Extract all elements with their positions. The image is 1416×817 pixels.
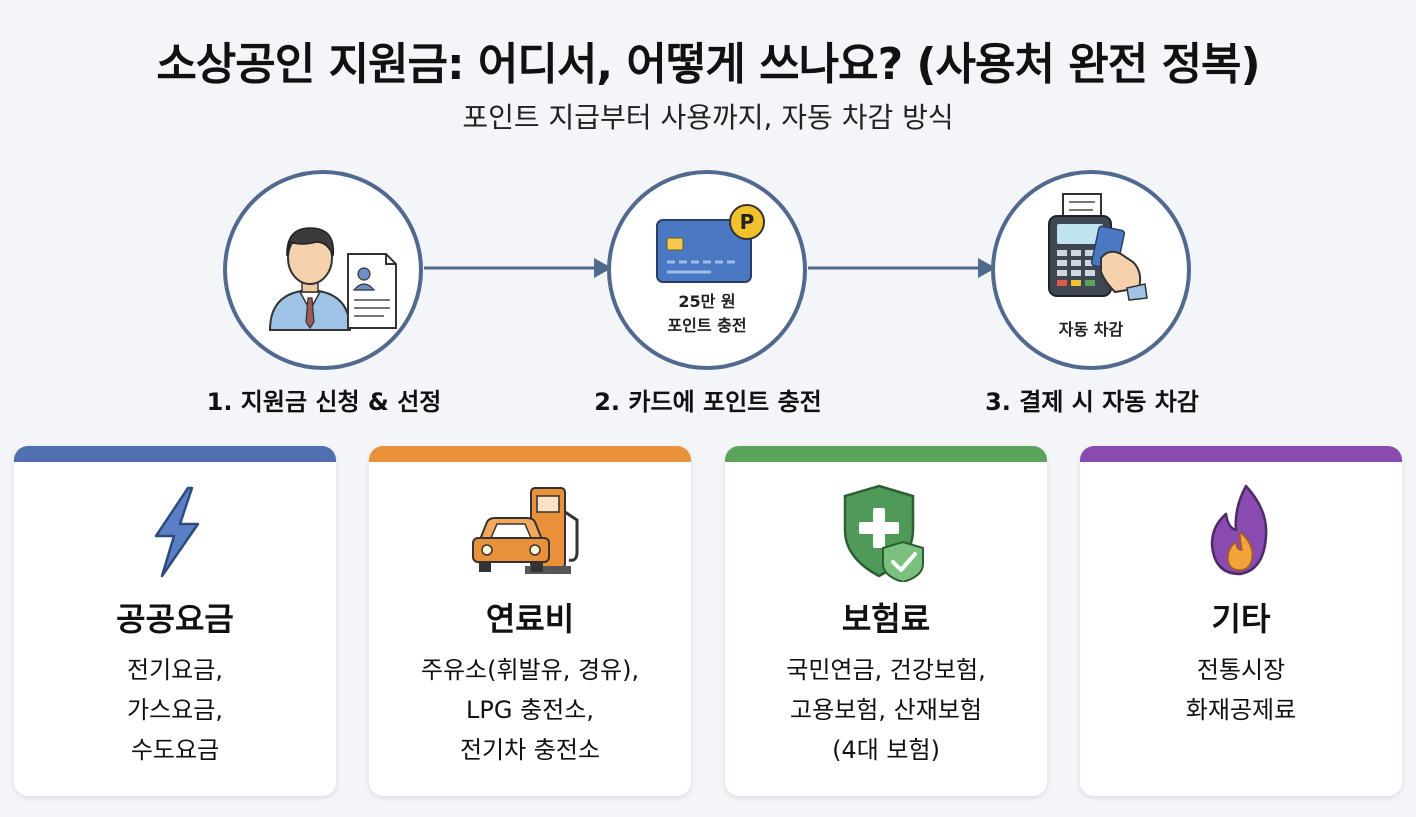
page-title: 소상공인 지원금: 어디서, 어떻게 쓰나요? (사용처 완전 정복) [156,39,1260,90]
step-1-label: 1. 지원금 신청 & 선정 [206,388,442,416]
lightning-icon [154,486,200,578]
page-subtitle: 포인트 지급부터 사용까지, 자동 차감 방식 [462,101,954,134]
step-3-label: 3. 결제 시 자동 차감 [985,388,1199,416]
svg-text:P: P [740,210,755,234]
card-title: 기타 [1211,600,1271,638]
step-2-circle: P 25만 원 포인트 충전 [607,170,807,370]
step-2-inner-text: 포인트 충전 [667,316,747,335]
card-with-point-icon: P [656,204,765,283]
card-line: 가스요금, [127,696,223,724]
step-3-circle: 자동 차감 [991,170,1191,370]
card-line: 국민연금, 건강보험, [786,656,986,684]
applicant-with-document-icon [268,227,397,331]
car-gas-pump-icon [472,487,579,574]
shield-cross-check-icon [843,484,924,582]
category-card-fuel: 연료비 주유소(휘발유, 경유), LPG 충전소, 전기차 충전소 [369,446,691,796]
card-description: 전기요금, 가스요금, 수도요금 [14,650,336,770]
card-line: 주유소(휘발유, 경유), [420,656,640,684]
arrow-right-icon [808,258,996,278]
card-line: 전기차 충전소 [459,736,601,764]
step-3-inner-text: 자동 차감 [1058,320,1124,339]
category-card-other: 기타 전통시장 화재공제료 [1080,446,1402,796]
card-line: 수도요금 [130,736,220,764]
card-title: 연료비 [485,600,575,638]
card-title: 보험료 [841,600,931,638]
step-1-circle [223,170,423,370]
step-2-inner-amount: 25만 원 [678,292,736,311]
card-accent-bar [1080,446,1402,462]
card-line: 고용보험, 산재보험 [790,696,982,724]
step-2-label: 2. 카드에 포인트 충전 [594,388,822,416]
card-accent-bar [14,446,336,462]
card-line: LPG 충전소, [466,696,594,724]
arrow-right-icon [424,258,612,278]
card-description: 국민연금, 건강보험, 고용보험, 산재보험 (4대 보험) [725,650,1047,770]
card-line: (4대 보험) [832,736,940,764]
card-description: 주유소(휘발유, 경유), LPG 충전소, 전기차 충전소 [369,650,691,770]
card-line: 화재공제료 [1185,696,1297,724]
card-terminal-payment-icon [1048,193,1148,301]
card-line: 전기요금, [127,656,223,684]
card-accent-bar [725,446,1047,462]
card-accent-bar [369,446,691,462]
category-card-insurance: 보험료 국민연금, 건강보험, 고용보험, 산재보험 (4대 보험) [725,446,1047,796]
card-line: 전통시장 [1196,656,1286,684]
card-title: 공공요금 [116,600,234,638]
category-card-utilities: 공공요금 전기요금, 가스요금, 수도요금 [14,446,336,796]
flame-icon [1210,484,1268,576]
card-description: 전통시장 화재공제료 [1080,650,1402,730]
